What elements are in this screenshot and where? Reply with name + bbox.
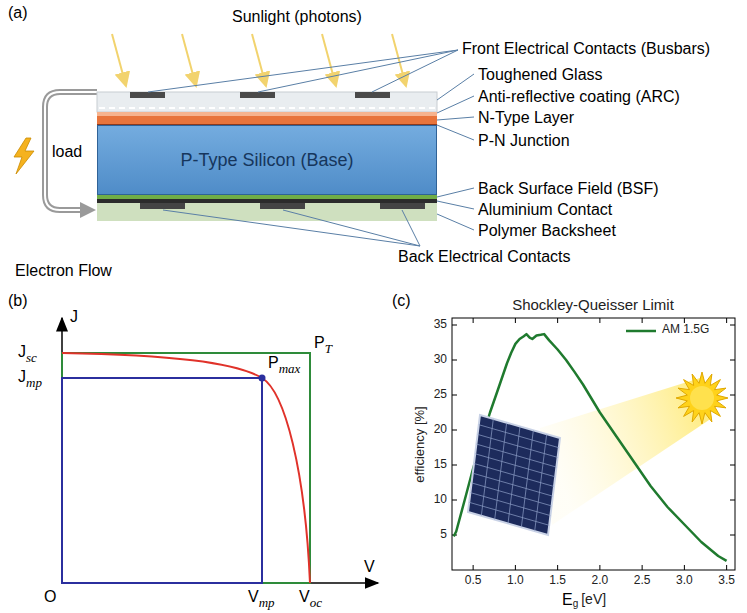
- subscript: T: [325, 342, 332, 355]
- efficiency-curve: [454, 334, 727, 561]
- subscript: g: [573, 598, 579, 610]
- label: P: [268, 354, 279, 372]
- label: Back Surface Field (BSF): [478, 180, 659, 198]
- label: Aluminium Contact: [478, 201, 612, 219]
- tick-label: 25: [434, 388, 447, 402]
- tick-marks: [452, 318, 735, 570]
- glass-texture: [99, 107, 435, 109]
- load-wire: [45, 92, 97, 210]
- chart-title: Shockley-Queisser Limit: [512, 296, 674, 313]
- tick-label: 30: [434, 353, 447, 367]
- subscript: mp: [259, 596, 275, 609]
- label: V: [248, 588, 259, 606]
- tick-label: 0.5: [465, 574, 482, 588]
- label: Toughened Glass: [478, 66, 603, 84]
- label: (b): [8, 292, 28, 310]
- tick-label: 1.5: [549, 574, 566, 588]
- axis-title: [eV]: [581, 591, 606, 607]
- label: load: [52, 143, 82, 161]
- axis-title: efficiency [%]: [413, 406, 428, 482]
- back-contacts: [140, 203, 425, 209]
- toughened-glass: [97, 92, 437, 112]
- sun-icon: [676, 372, 728, 424]
- tick-label: 5: [440, 528, 447, 542]
- label: Sunlight (photons): [232, 8, 362, 26]
- subscript: mp: [26, 376, 42, 389]
- label: Anti-reflective coating (ARC): [478, 88, 680, 106]
- n-type-layer: [97, 116, 437, 124]
- polymer-backsheet: [97, 203, 437, 221]
- label: Back Electrical Contacts: [398, 248, 571, 266]
- label: J: [18, 368, 26, 386]
- arc-layer: [97, 112, 437, 116]
- legend-line: [626, 330, 656, 333]
- label: E: [562, 591, 573, 609]
- label: J: [18, 343, 26, 361]
- tick-label: 20: [434, 423, 447, 437]
- max-power-rect-theoretical: [62, 353, 310, 583]
- max-power-rect: [62, 378, 262, 583]
- lightning-icon: [14, 138, 34, 174]
- subscript: max: [279, 362, 301, 375]
- plot-frame: [452, 318, 735, 570]
- sun-core: [690, 386, 714, 410]
- subscript: oc: [310, 596, 322, 609]
- band-label: P-Type Silicon (Base): [180, 150, 353, 171]
- label: Polymer Backsheet: [478, 222, 616, 240]
- label: V: [364, 558, 375, 576]
- busbars: [130, 92, 390, 98]
- aluminium-contact: [97, 199, 437, 203]
- tick-label: 10: [434, 493, 447, 507]
- tick-label: 35: [434, 318, 447, 332]
- tick-label: 2.0: [592, 574, 609, 588]
- solar-panel: [468, 415, 560, 535]
- efficiency-plot: [452, 318, 735, 570]
- tick-label: 3.5: [718, 574, 735, 588]
- jv-curve: [62, 353, 310, 583]
- tick-label: 15: [434, 458, 447, 472]
- label: P-N Junction: [478, 132, 570, 150]
- layer-band: P-Type Silicon (Base): [97, 125, 437, 195]
- label: V: [299, 588, 310, 606]
- label: (a): [8, 4, 28, 22]
- tick-label: 1.0: [507, 574, 524, 588]
- jv-axes: [62, 318, 378, 583]
- panel-grid: [469, 419, 559, 531]
- tick-label: 2.5: [634, 574, 651, 588]
- label: O: [44, 588, 56, 606]
- tick-label: 3.0: [676, 574, 693, 588]
- subscript: sc: [26, 351, 37, 364]
- legend-label: AM 1.5G: [662, 323, 709, 337]
- bsf-layer: [97, 195, 437, 199]
- label: P: [314, 334, 325, 352]
- sunlight-rays: [112, 34, 406, 86]
- label: (c): [392, 292, 411, 310]
- label: Front Electrical Contacts (Busbars): [462, 40, 710, 58]
- label: N-Type Layer: [478, 109, 574, 127]
- label: Electron Flow: [15, 262, 112, 280]
- pmax-dot: [259, 375, 266, 382]
- label: J: [70, 308, 78, 326]
